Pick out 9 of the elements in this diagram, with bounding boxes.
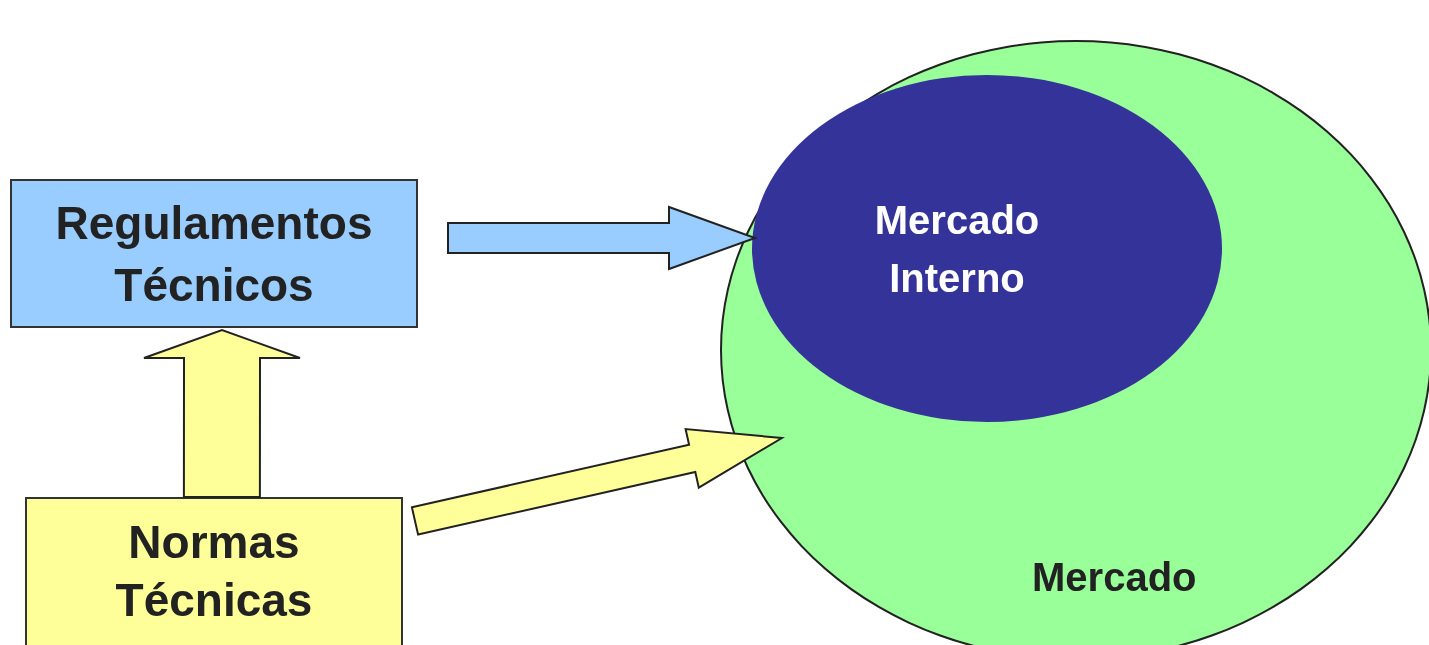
- node-label: Regulamentos Técnicos: [54, 195, 374, 313]
- node-label: Mercado: [1032, 554, 1197, 601]
- process-box: [25, 497, 403, 645]
- block-arrow: [447, 205, 758, 271]
- process-box: [10, 179, 418, 328]
- node-label: Normas Técnicas: [114, 515, 314, 628]
- node-label: Mercado Interno: [873, 197, 1041, 302]
- block-arrow: [143, 328, 301, 498]
- block-arrow: [410, 427, 786, 536]
